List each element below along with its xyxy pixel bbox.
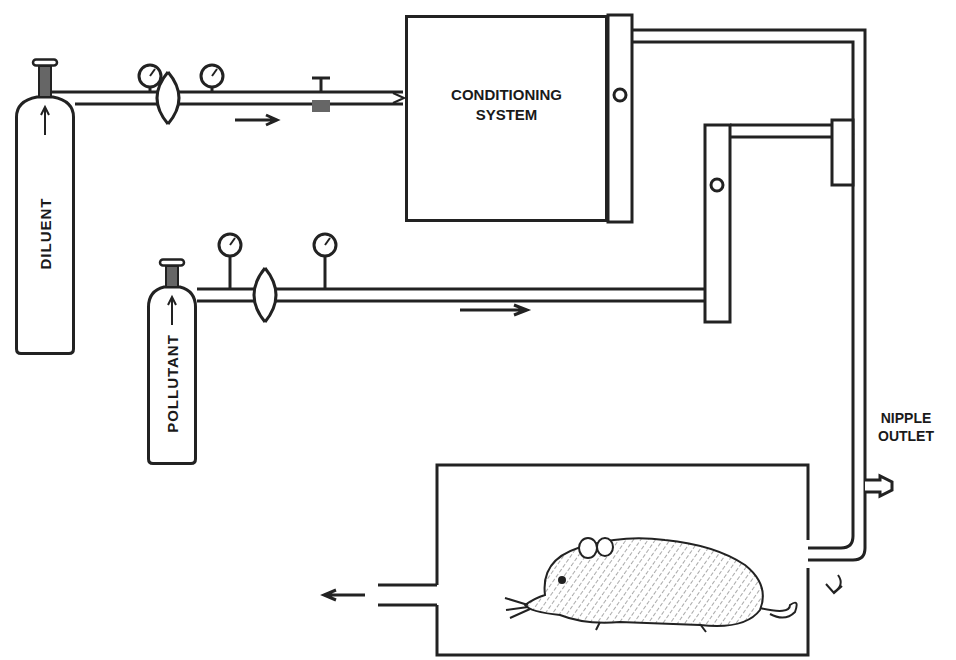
flowmeter-tube bbox=[705, 120, 853, 322]
gas-cylinder: POLLUTANT bbox=[147, 258, 197, 465]
pressure-gauge bbox=[219, 234, 241, 289]
gas-cylinder: DILUENT bbox=[15, 58, 75, 355]
pressure-gauge bbox=[201, 65, 223, 91]
flow-restrictor bbox=[254, 268, 276, 322]
flow-restrictor bbox=[157, 72, 179, 124]
gas-pipe bbox=[45, 92, 404, 104]
cylinder-label: DILUENT bbox=[37, 197, 54, 269]
cylinder-label: POLLUTANT bbox=[164, 334, 181, 433]
process-box: CONDITIONING SYSTEM bbox=[405, 15, 608, 222]
box-label: CONDITIONING SYSTEM bbox=[437, 85, 577, 124]
nipple-outlet bbox=[865, 476, 892, 496]
flow-arrow bbox=[460, 305, 527, 315]
exposure-chamber bbox=[324, 465, 842, 655]
pressure-gauge bbox=[314, 234, 336, 289]
supply-pipe bbox=[632, 30, 865, 560]
needle-valve bbox=[312, 78, 330, 112]
mouse-illustration bbox=[505, 538, 797, 632]
flow-arrow bbox=[235, 115, 277, 125]
part-label: NIPPLE OUTLET bbox=[866, 410, 946, 445]
